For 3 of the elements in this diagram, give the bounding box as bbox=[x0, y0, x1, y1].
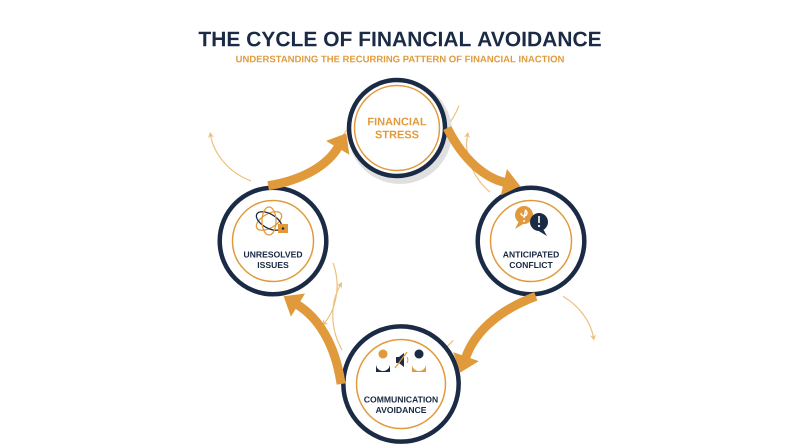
node-label: COMMUNICATION AVOIDANCE bbox=[364, 396, 438, 414]
subtitle: UNDERSTANDING THE RECURRING PATTERN OF FINANCIAL INACTION bbox=[236, 56, 564, 62]
title: THE CYCLE OF FINANCIAL AVOIDANCE bbox=[198, 32, 601, 46]
